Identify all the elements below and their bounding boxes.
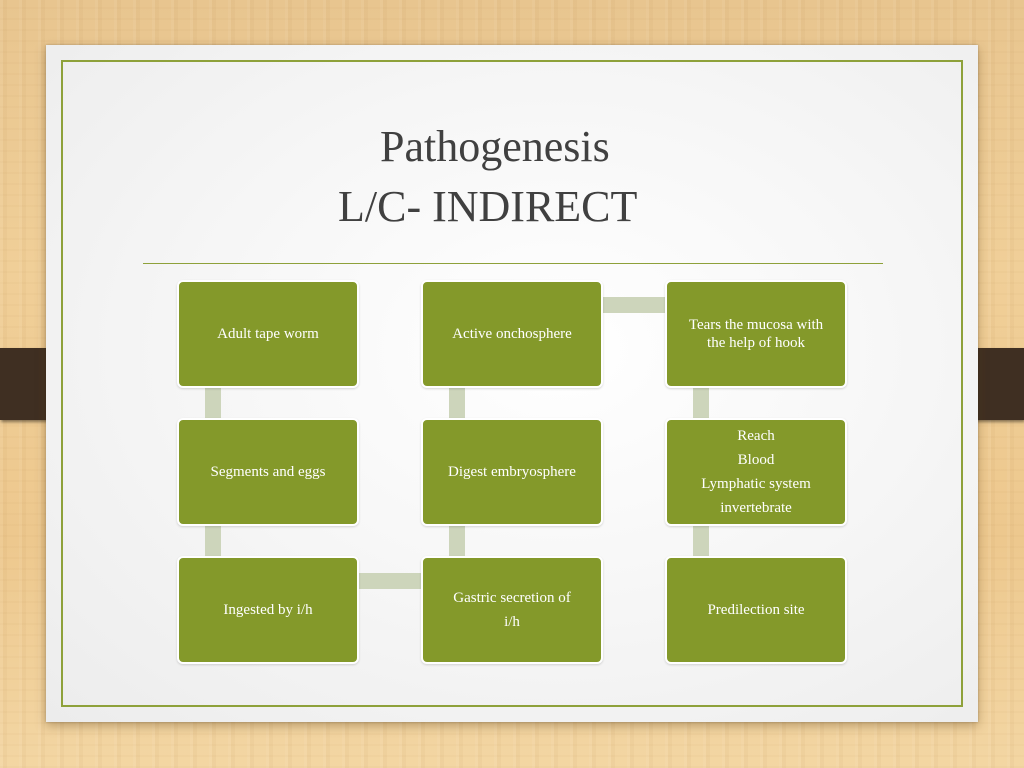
connector-segments-to-ingested xyxy=(205,526,221,556)
node-label: Predilection site xyxy=(707,602,805,618)
node-label: Segments and eggs xyxy=(210,464,326,480)
node-segments-and-eggs: Segments and eggs xyxy=(177,418,359,526)
slide-title: Pathogenesis xyxy=(380,122,610,171)
node-reach: Reach Blood Lymphatic system invertebrat… xyxy=(665,418,847,526)
node-label: Ingested by i/h xyxy=(223,602,313,618)
node-tears-the-mucosa: Tears the mucosa with the help of hook xyxy=(665,280,847,388)
slide-frame xyxy=(61,60,963,707)
title-divider xyxy=(143,263,883,264)
node-adult-tape-worm: Adult tape worm xyxy=(177,280,359,388)
node-label: Adult tape worm xyxy=(217,326,319,342)
node-label-line-2: the help of hook xyxy=(707,335,805,351)
node-ingested-by-ih: Ingested by i/h xyxy=(177,556,359,664)
node-label-line-2: i/h xyxy=(504,614,520,630)
node-digest-embryosphere: Digest embryosphere xyxy=(421,418,603,526)
node-predilection-site: Predilection site xyxy=(665,556,847,664)
node-gastric-secretion: Gastric secretion of i/h xyxy=(421,556,603,664)
connector-active-to-tears xyxy=(603,297,665,313)
node-label: Active onchosphere xyxy=(452,326,572,342)
connector-gastric-to-digest xyxy=(449,526,465,556)
slide-subtitle: L/C- INDIRECT xyxy=(338,182,638,231)
node-label-line-3: Lymphatic system xyxy=(701,476,811,492)
connector-adult-to-segments xyxy=(205,388,221,418)
connector-tears-to-reach xyxy=(693,388,709,418)
node-label: Digest embryosphere xyxy=(448,464,576,480)
connector-reach-to-predilection xyxy=(693,526,709,556)
connector-ingested-to-gastric xyxy=(359,573,421,589)
node-label-line-1: Reach xyxy=(737,428,775,444)
node-label-line-2: Blood xyxy=(737,452,775,468)
node-label-line-1: Tears the mucosa with xyxy=(688,317,824,333)
node-label-line-1: Gastric secretion of xyxy=(453,590,571,606)
connector-digest-to-active xyxy=(449,388,465,418)
node-active-onchosphere: Active onchosphere xyxy=(421,280,603,388)
node-label-line-4: invertebrate xyxy=(720,500,792,516)
